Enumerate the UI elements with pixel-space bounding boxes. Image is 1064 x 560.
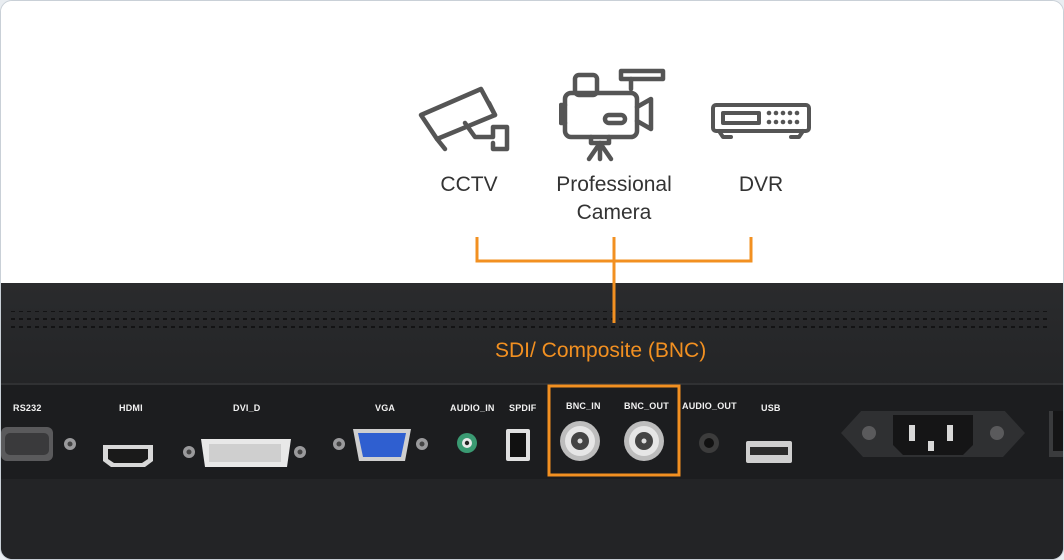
cctv-camera-icon bbox=[418, 86, 510, 152]
spdif-port-icon bbox=[506, 429, 530, 461]
source-label-cctv: CCTV bbox=[440, 173, 498, 196]
vga-port-icon bbox=[333, 429, 428, 461]
power-switch-icon bbox=[1049, 411, 1063, 457]
connector-type-label: SDI/ Composite (BNC) bbox=[495, 339, 707, 362]
hdmi-port-icon bbox=[103, 445, 153, 467]
audio-in-jack-icon bbox=[457, 433, 477, 453]
ports-row bbox=[1, 411, 1063, 467]
port-label-audio-out: AUDIO_OUT bbox=[682, 401, 737, 411]
vent-grille bbox=[1, 311, 1063, 559]
professional-camera-icon bbox=[559, 68, 666, 162]
usb-port-icon bbox=[746, 441, 792, 463]
bnc-out-connector-icon bbox=[624, 421, 664, 461]
audio-out-jack-icon bbox=[699, 433, 719, 453]
connector-bracket bbox=[475, 237, 753, 477]
source-label-professional-camera: Professional Camera bbox=[556, 173, 672, 224]
top-panel: CCTV Professional Camera DVR bbox=[1, 1, 1063, 283]
port-label-dvi-d: DVI_D bbox=[233, 403, 261, 413]
port-label-audio-in: AUDIO_IN bbox=[450, 403, 495, 413]
dvr-icon bbox=[711, 103, 811, 139]
port-label-rs232: RS232 bbox=[13, 403, 42, 413]
rs232-port-icon bbox=[1, 427, 76, 461]
port-label-vga: VGA bbox=[375, 403, 396, 413]
port-label-bnc-out: BNC_OUT bbox=[624, 401, 669, 411]
port-label-bnc-in: BNC_IN bbox=[566, 401, 601, 411]
port-label-spdif: SPDIF bbox=[509, 403, 537, 413]
power-inlet-icon bbox=[841, 411, 1025, 457]
port-label-hdmi: HDMI bbox=[119, 403, 143, 413]
source-label-dvr: DVR bbox=[738, 173, 784, 196]
bnc-in-connector-icon bbox=[560, 421, 600, 461]
port-label-usb: USB bbox=[761, 403, 781, 413]
dvi-port-icon bbox=[183, 439, 306, 467]
